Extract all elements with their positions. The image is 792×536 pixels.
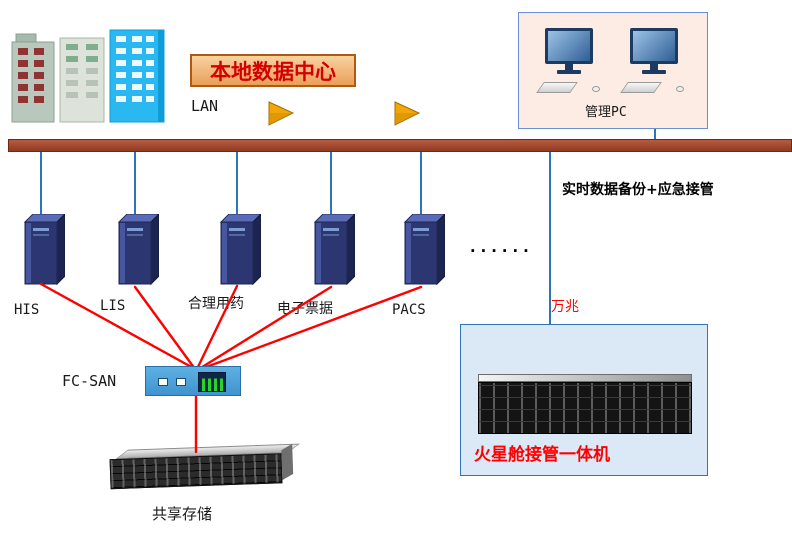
blue-link-line [420,152,422,214]
switch-port-icon [158,378,168,386]
monitor-screen [545,28,593,64]
disk-array-icon [109,443,300,496]
datacenter-title: 本地数据中心 [190,54,356,87]
mouse-icon [676,86,684,92]
desktop-pc-icon [630,28,678,74]
switch-port-icon [176,378,186,386]
tower-server-icon-rational-drug [217,212,263,286]
mars-label: 火星舱接管一体机 [474,445,610,465]
lan-label: LAN [191,97,219,115]
flow-arrow-icon [268,101,295,126]
flow-arrow-icon [394,101,421,126]
management-pc-label: 管理PC [585,105,627,120]
server-label-lis: LIS [100,298,126,314]
blue-link-line [330,152,332,214]
desktop-pc-icon [545,28,593,74]
rack-server-icon [478,374,692,434]
storage-label: 共享存储 [152,505,213,523]
mouse-icon [592,86,600,92]
server-label-his: HIS [14,302,40,318]
fcsan-switch-icon [145,366,241,396]
tower-server-icon-lis [115,212,161,286]
server-label-ebill: 电子票据 [277,301,333,317]
switch-display-icon [198,372,226,392]
blue-link-line [236,152,238,214]
monitor-stand [650,64,658,70]
monitor-base [642,70,666,74]
rack-top [478,374,692,382]
fcsan-label: FC-SAN [62,372,117,390]
ellipsis-label: ...... [468,237,532,256]
blue-link-line [40,152,42,214]
monitor-screen [630,28,678,64]
city-buildings-icon [11,29,165,123]
lan-backbone-bar [8,139,792,152]
server-label-pacs: PACS [392,302,426,318]
backup-caption: 实时数据备份+应急接管 [562,182,714,198]
monitor-stand [565,64,573,70]
blue-link-line [654,129,656,139]
rack-drive-bays [478,382,692,434]
monitor-base [557,70,581,74]
disk-array-front [109,453,283,490]
tower-server-icon-his [21,212,67,286]
bandwidth-label: 万兆 [551,299,579,315]
disk-array-side [281,443,294,481]
tower-server-icon-ebill [311,212,357,286]
tower-server-icon-pacs [401,212,447,286]
blue-link-line [549,152,551,324]
server-label-rational-drug: 合理用药 [188,296,244,312]
blue-link-line [134,152,136,214]
